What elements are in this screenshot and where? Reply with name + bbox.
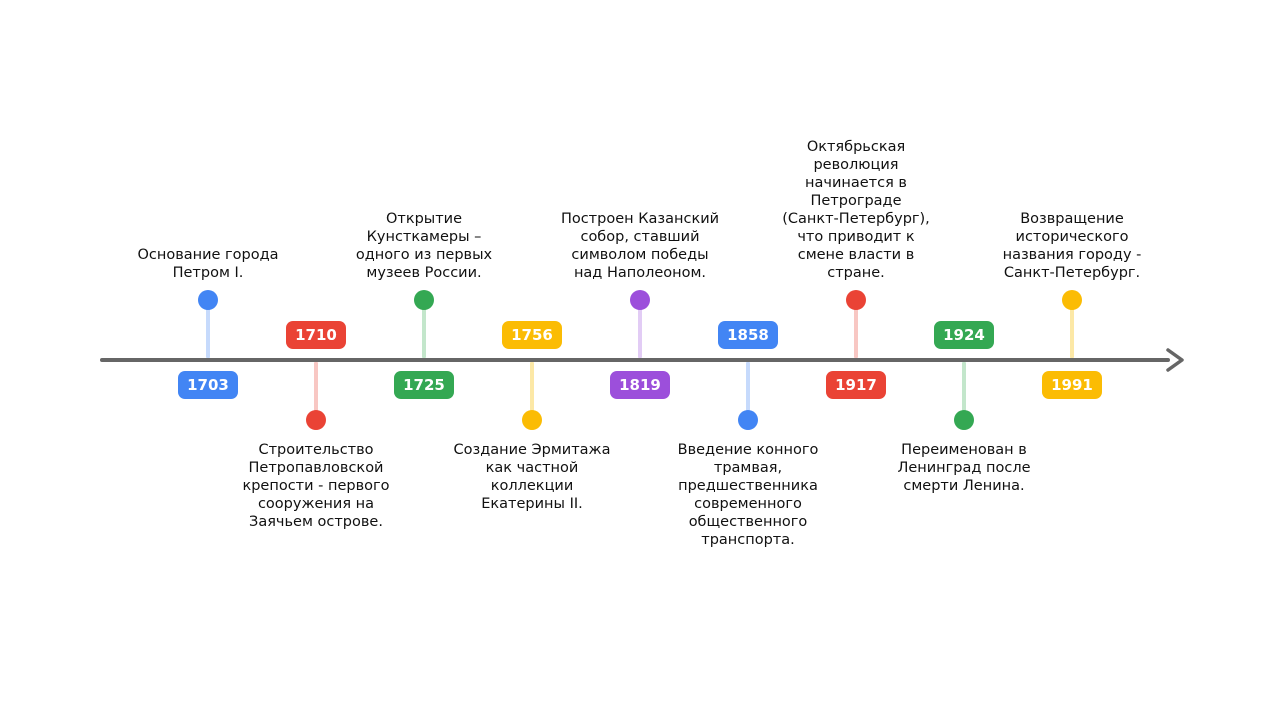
year-badge: 1710 <box>286 321 346 349</box>
event-description-line: одного из первых <box>355 247 493 263</box>
event-description-line: символом победы <box>571 247 709 263</box>
event-description-line: Открытие <box>385 211 463 227</box>
event-description-line: крепости - первого <box>242 478 390 494</box>
event-description-line: Основание города <box>137 247 279 263</box>
event-description-line: смерти Ленина. <box>903 478 1025 494</box>
event-description-line: Петрограде <box>810 193 902 209</box>
event-description-line: Заячьем острове. <box>249 514 383 530</box>
event-description-line: сооружения на <box>257 496 375 512</box>
event-description: Введение конного трамвая, предшественника с… <box>658 441 838 549</box>
event-description-line: Возвращение <box>1020 211 1124 227</box>
event-description-line: Санкт-Петербург. <box>1003 265 1141 281</box>
event-stem <box>422 300 426 358</box>
event-stem <box>746 362 750 420</box>
event-description-line: общественного <box>688 514 808 530</box>
event-description-line: собор, ставший <box>580 229 700 245</box>
event-description-line: Петропавловской <box>248 460 384 476</box>
event-description-line: стране. <box>827 265 885 281</box>
arrow-head-icon <box>1166 348 1184 372</box>
event-marker-dot <box>846 290 866 310</box>
event-description-line: над Наполеоном. <box>573 265 707 281</box>
event-stem <box>314 362 318 420</box>
event-description-line: что приводит к <box>797 229 915 245</box>
event-description-line: исторического <box>1015 229 1129 245</box>
event-description-line: транспорта. <box>701 532 795 548</box>
event-description-line: как частной <box>485 460 579 476</box>
event-description-line: современного <box>694 496 802 512</box>
event-marker-dot <box>1062 290 1082 310</box>
event-description: Октябрьская революция начинается в Петрогра… <box>766 138 946 282</box>
event-marker-dot <box>954 410 974 430</box>
event-description: Построен Казанский собор, ставший символом… <box>550 210 730 282</box>
year-badge: 1725 <box>394 371 454 399</box>
event-description-line: Кунсткамеры – <box>366 229 482 245</box>
event-description: Возвращение исторического названия городу … <box>982 210 1162 282</box>
event-stem <box>530 362 534 420</box>
event-description-line: смене власти в <box>797 247 915 263</box>
event-description-line: предшественника <box>678 478 818 494</box>
year-badge: 1924 <box>934 321 994 349</box>
year-badge: 1858 <box>718 321 778 349</box>
year-badge: 1703 <box>178 371 238 399</box>
event-description-line: названия городу - <box>1002 247 1142 263</box>
event-stem <box>1070 300 1074 358</box>
event-description-line: Петром I. <box>172 265 244 281</box>
event-description-line: трамвая, <box>713 460 783 476</box>
event-description-line: Октябрьская <box>806 139 906 155</box>
event-description-line: начинается в <box>805 175 907 191</box>
event-description-line: (Санкт-Петербург), <box>782 211 930 227</box>
year-badge: 1917 <box>826 371 886 399</box>
event-description-line: Строительство <box>258 442 374 458</box>
year-badge: 1819 <box>610 371 670 399</box>
event-marker-dot <box>522 410 542 430</box>
timeline-axis <box>100 358 1170 362</box>
event-description: Переименован в Ленинград после смерти Лени… <box>874 441 1054 495</box>
event-description-line: музеев России. <box>366 265 482 281</box>
year-badge: 1991 <box>1042 371 1102 399</box>
event-description-line: Екатерины II. <box>481 496 583 512</box>
event-stem <box>854 300 858 358</box>
event-description-line: коллекции <box>490 478 574 494</box>
event-marker-dot <box>198 290 218 310</box>
event-description-line: Переименован в <box>901 442 1027 458</box>
event-stem <box>962 362 966 420</box>
year-badge: 1756 <box>502 321 562 349</box>
event-stem <box>206 300 210 358</box>
event-description-line: Введение конного <box>677 442 819 458</box>
event-description-line: революция <box>813 157 899 173</box>
event-stem <box>638 300 642 358</box>
event-description-line: Ленинград после <box>897 460 1031 476</box>
event-marker-dot <box>414 290 434 310</box>
event-description-line: Создание Эрмитажа <box>453 442 611 458</box>
event-marker-dot <box>306 410 326 430</box>
event-marker-dot <box>630 290 650 310</box>
event-description-line: Построен Казанский <box>560 211 720 227</box>
event-marker-dot <box>738 410 758 430</box>
